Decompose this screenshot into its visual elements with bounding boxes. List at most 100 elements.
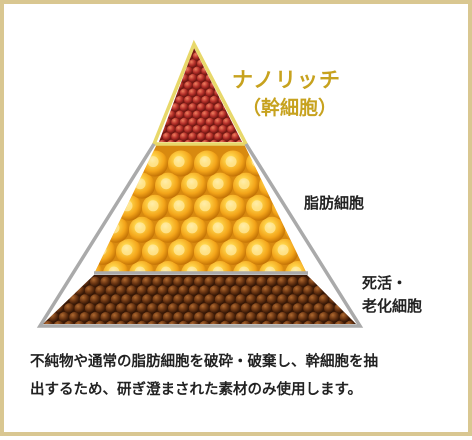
stem-cell [209,110,219,120]
dead-cell [246,276,257,287]
stem-cell [150,81,159,90]
fat-cell-nucleus [121,200,133,212]
dead-cell [147,285,158,296]
dead-cell [298,294,309,305]
dead-cell [74,320,85,324]
dead-cell [209,303,220,314]
stem-cell [222,117,232,127]
stem-cell [179,117,189,127]
fat-cell [95,172,103,199]
fat-cell-nucleus [238,178,250,190]
fat-cell-nucleus [199,200,211,212]
dead-cell [43,294,49,305]
dead-cell [199,320,210,324]
dead-cell [162,312,174,323]
dead-cell [350,276,356,287]
stem-cell [171,117,180,127]
dead-cell [168,303,179,314]
stem-cell [235,139,242,142]
dead-cell [230,320,241,324]
stem-cell [179,88,189,98]
dead-cell [121,294,132,305]
dead-cell [246,312,257,323]
stem-cell [227,52,236,61]
stem-cell [222,88,232,98]
dead-cell [199,303,210,314]
stem-cell [218,52,228,61]
fat-cell-nucleus [225,200,237,212]
stem-cell [159,95,167,105]
dead-cell [344,320,356,324]
dead-cell [225,312,236,323]
dead-cell [105,320,117,324]
stem-cell [188,132,197,141]
dead-cell [152,312,163,323]
stem-cell [171,132,180,141]
dead-cell [90,312,101,323]
fat-cell-nucleus [108,222,120,234]
stem-cell [188,88,197,98]
stem-cell [205,117,215,127]
dead-cell [110,312,122,323]
fat-cell-nucleus [277,244,289,256]
dead-cell [43,285,54,296]
stem-cell [201,81,210,90]
dead-cell [105,285,117,296]
dead-cell [266,276,278,287]
dead-cell [235,276,246,287]
dead-cell [157,303,168,314]
stem-cell [162,59,172,68]
stem-cell [192,95,202,105]
stem-cell [205,103,215,112]
dead-cell [298,312,309,323]
stem-cell [188,117,197,127]
stem-cell [162,132,172,141]
description-line-2: 出するため、研ぎ澄まされた素材のみ使用します。 [30,382,363,398]
fat-cell-nucleus [173,244,185,256]
stem-cell [166,81,176,90]
stem-cell [214,132,223,141]
stem-cell [175,139,185,142]
dead-cell [209,285,220,296]
fat-cell [103,261,129,272]
fat-cell-nucleus [290,266,302,272]
dead-cell [95,285,106,296]
dead-cell [142,312,153,323]
dead-cell [100,312,111,323]
dead-cell [214,276,226,287]
dead-cell [136,285,148,296]
fat-cell-nucleus [134,178,146,190]
stem-cell [209,139,219,142]
dead-cell [303,303,314,314]
dead-cell [272,285,283,296]
stem-cell [205,132,215,141]
stem-cell [159,81,167,90]
dead-cell [220,320,231,324]
dead-cell [318,276,330,287]
dead-cell [84,320,96,324]
fat-cell-nucleus [225,244,237,256]
dead-cell [261,320,272,324]
fat-cell-nucleus [160,266,172,272]
stem-cell [159,103,163,112]
stem-cell [171,103,180,112]
dead-cell [199,285,210,296]
dead-cell [173,312,184,323]
fat-cell-nucleus [108,178,120,190]
stem-cell [209,52,219,61]
fat-cell-nucleus [186,178,198,190]
dead-cell [194,294,205,305]
dead-cell [204,276,215,287]
dead-cell [277,312,288,323]
dead-cell [136,320,148,324]
fat-cell-nucleus [303,156,306,168]
dead-cell [287,312,298,323]
dead-cell [313,320,324,324]
stem-cell [192,139,202,142]
dead-cell [292,285,304,296]
fat-cell-nucleus [277,156,289,168]
fat-cell [207,261,233,272]
dead-cell [95,320,106,324]
dead-cell [334,303,345,314]
dead-cell [251,285,262,296]
